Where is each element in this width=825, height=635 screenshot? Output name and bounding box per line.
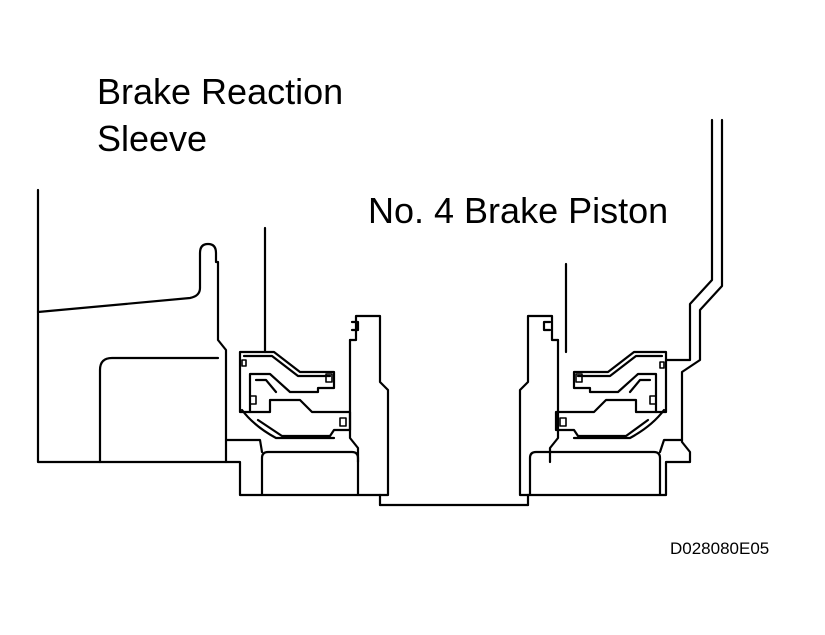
brake-reaction-sleeve-label-line2: Sleeve [97, 118, 208, 159]
diagram-code-label: D028080E05 [670, 539, 770, 558]
brake-reaction-sleeve-body [36, 188, 382, 497]
right-lower-block [528, 438, 684, 496]
no4-brake-piston-label: No. 4 Brake Piston [368, 190, 669, 231]
left-lower-block [224, 438, 360, 496]
brake-reaction-sleeve-label-line1: Brake Reaction [97, 71, 344, 112]
no4-brake-piston-body [526, 118, 724, 497]
left-piston-seal-assembly [238, 350, 352, 440]
central-hub [348, 314, 560, 507]
right-piston-seal-assembly [554, 350, 668, 440]
